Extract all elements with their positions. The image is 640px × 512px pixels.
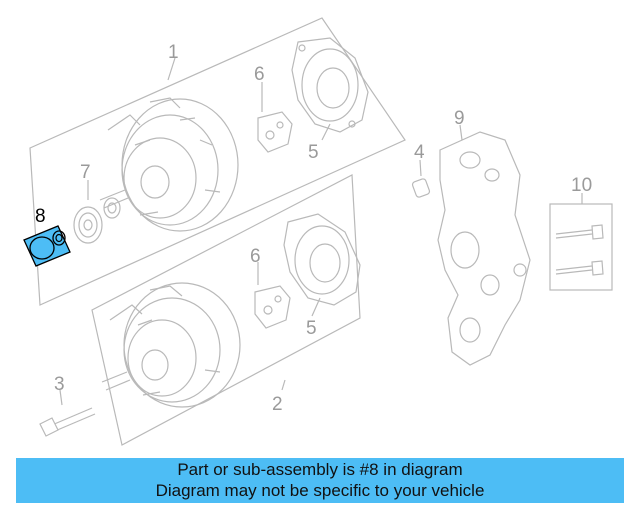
alternator-upper [99,97,239,232]
callout-7: 7 [80,162,91,183]
pulley-7 [73,197,121,244]
regulator-6-upper [257,90,293,153]
callout-4: 4 [414,142,425,163]
sleeve-4 [411,178,431,198]
callout-6-lower: 6 [250,246,261,267]
leader-lines [59,57,583,406]
part-8-highlighted [23,225,71,267]
callout-3: 3 [54,374,65,395]
callout-5-upper: 5 [308,142,319,163]
banner-line-1: Part or sub-assembly is #8 in diagram [177,460,463,479]
callout-1: 1 [168,42,179,63]
callout-10: 10 [571,175,592,196]
info-banner: Part or sub-assembly is #8 in diagram Di… [16,458,624,503]
callout-8: 8 [35,206,46,227]
alternator-lower [101,282,241,408]
alternator-assembly-panel-2 [91,174,361,446]
bracket-9 [437,131,531,366]
regulator-6-lower [254,262,291,329]
bolts-10-box [549,203,613,291]
callout-5-lower: 5 [306,318,317,339]
callout-9: 9 [454,108,465,129]
callout-6-upper: 6 [254,64,265,85]
rear-cover-5-upper [291,37,369,133]
bolt-3 [39,407,96,437]
banner-line-2: Diagram may not be specific to your vehi… [155,481,485,500]
parts-diagram: 1 6 5 7 8 4 9 10 6 5 3 2 [23,17,613,446]
callout-2: 2 [272,394,283,415]
rear-cover-5-lower [283,213,361,306]
